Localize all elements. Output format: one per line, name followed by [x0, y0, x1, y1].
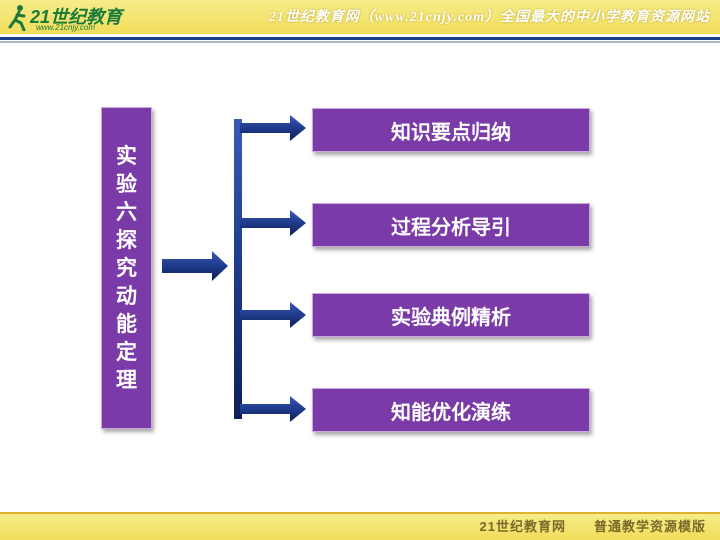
footer-text: 21世纪教育网 普通教学资源模版: [479, 519, 706, 534]
branch-arrow-4: [240, 396, 306, 422]
branch-arrow-3: [240, 302, 306, 328]
item-practice[interactable]: 知能优化演练: [312, 388, 590, 432]
site-banner-text: 21世纪教育网（www.21cnjy.com）全国最大的中小学教育资源网站: [268, 10, 710, 25]
runner-icon: [8, 5, 26, 32]
title-char: 理: [116, 368, 137, 392]
title-char: 动: [116, 284, 137, 308]
vertical-connector: [234, 119, 242, 419]
branch-arrow-1: [240, 115, 306, 141]
title-char: 究: [116, 256, 137, 280]
logo-text: 21世纪教育: [30, 7, 123, 27]
site-logo[interactable]: 21世纪教育 www.21cnjy.com: [6, 3, 156, 32]
item-process-analysis[interactable]: 过程分析导引: [312, 203, 590, 247]
title-char: 探: [116, 228, 137, 252]
title-char: 验: [116, 172, 137, 196]
title-char: 六: [116, 200, 137, 224]
logo-subtext: www.21cnjy.com: [36, 23, 95, 32]
title-box: 实 验 六 探 究 动 能 定 理: [101, 107, 152, 429]
header-bar: 21世纪教育 www.21cnjy.com 21世纪教育网（www.21cnjy…: [0, 0, 720, 34]
title-char: 实: [116, 144, 137, 168]
footer-bar: 21世纪教育网 普通教学资源模版: [0, 514, 720, 540]
branch-arrow-2: [240, 210, 306, 236]
item-example-analysis[interactable]: 实验典例精析: [312, 293, 590, 337]
item-knowledge-summary[interactable]: 知识要点归纳: [312, 108, 590, 152]
title-char: 定: [116, 340, 137, 364]
footer-divider: [0, 512, 720, 514]
header-divider-shadow: [0, 41, 720, 43]
title-char: 能: [116, 312, 137, 336]
header-divider: [0, 37, 720, 40]
main-arrow: [162, 251, 228, 281]
